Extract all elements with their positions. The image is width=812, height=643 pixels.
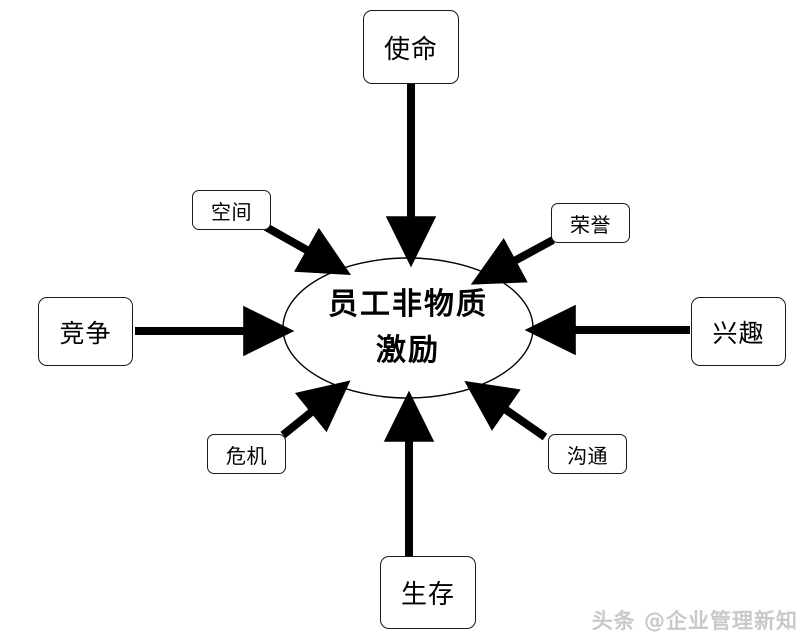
node-mission-label: 使命 <box>383 34 438 65</box>
node-interest-label: 兴趣 <box>712 318 765 348</box>
node-honor-label: 荣誉 <box>570 212 611 237</box>
node-communication-label: 沟通 <box>567 443 608 468</box>
node-space-label: 空间 <box>211 199 252 224</box>
node-survival-label: 生存 <box>400 580 455 610</box>
arrow-crisis-to-center <box>280 380 351 439</box>
arrow-space-to-center <box>264 223 351 275</box>
node-competition[interactable]: 竞争 <box>38 297 133 366</box>
node-crisis[interactable]: 危机 <box>207 434 286 474</box>
node-mission[interactable]: 使命 <box>363 10 459 84</box>
node-honor[interactable]: 荣誉 <box>551 203 630 243</box>
node-interest[interactable]: 兴趣 <box>691 297 786 366</box>
node-competition-label: 竞争 <box>59 318 112 348</box>
node-space[interactable]: 空间 <box>192 190 271 230</box>
center-ellipse <box>282 257 534 399</box>
node-crisis-label: 危机 <box>226 443 267 468</box>
node-survival[interactable]: 生存 <box>380 556 476 629</box>
arrow-honor-to-center <box>470 236 555 285</box>
arrow-communication-to-center <box>464 380 548 441</box>
watermark: 头条 @企业管理新知 <box>591 609 798 633</box>
node-communication[interactable]: 沟通 <box>548 434 627 474</box>
